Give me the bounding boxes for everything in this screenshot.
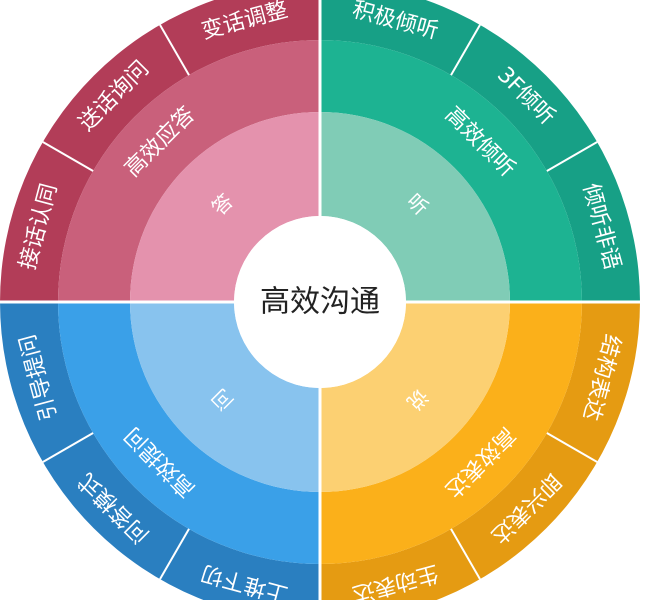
ask-inner-ring <box>130 302 320 492</box>
respond-inner-ring <box>130 112 320 302</box>
speak-item-separator <box>450 528 481 580</box>
ask-outer-ring <box>0 302 320 604</box>
listen-outer-ring <box>320 0 640 302</box>
ask-item-separator <box>159 528 190 580</box>
listen-item-separator <box>546 141 598 172</box>
center-label: 高效沟通 <box>260 285 380 320</box>
speak-middle-ring <box>320 302 582 564</box>
speak-inner-ring <box>320 302 510 492</box>
speak-outer-ring <box>320 302 640 604</box>
ask-item-separator <box>42 432 94 463</box>
respond-item-separator <box>159 24 190 76</box>
listen-middle-ring <box>320 40 582 302</box>
ask-middle-ring <box>58 302 320 564</box>
respond-outer-ring <box>0 0 320 302</box>
listen-inner-ring <box>320 112 510 302</box>
respond-item-separator <box>42 141 94 172</box>
listen-item-separator <box>450 24 481 76</box>
center-circle <box>234 216 406 388</box>
speak-item-separator <box>546 432 598 463</box>
respond-middle-ring <box>58 40 320 302</box>
